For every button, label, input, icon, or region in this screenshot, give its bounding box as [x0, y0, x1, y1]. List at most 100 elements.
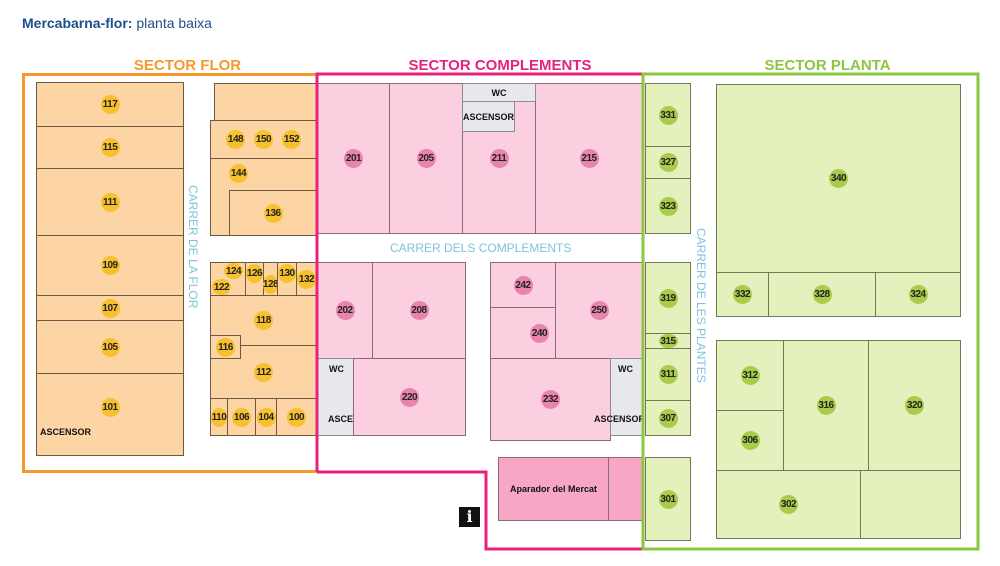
stall-number: 126	[246, 264, 263, 283]
stall-111[interactable]: 111	[36, 168, 184, 236]
sector-complements-boundary	[315, 72, 645, 551]
title-rest: planta baixa	[132, 15, 212, 31]
stall-208[interactable]: 208	[372, 262, 466, 359]
stall-unnumbered[interactable]	[214, 83, 317, 121]
stall-number: 211	[489, 149, 509, 168]
stall-number: 118	[254, 311, 273, 330]
stall-number: 311	[658, 365, 678, 384]
street-carrer-de-la-flor: CARRER DE LA FLOR	[186, 185, 200, 309]
stall-number: 319	[658, 288, 678, 308]
stall-107[interactable]: 107	[36, 295, 184, 321]
sector-planta-boundary	[641, 72, 980, 551]
stall-number: 128	[262, 275, 279, 294]
wc-label: WC	[618, 364, 633, 374]
wc-label: WC	[491, 87, 507, 98]
stall-319[interactable]: 319	[645, 262, 691, 334]
stall-115[interactable]: 115	[36, 126, 184, 169]
aparador-label: Aparador del Mercat	[509, 484, 598, 494]
stall-101[interactable]: 101	[36, 373, 184, 456]
stall-number: 301	[658, 489, 678, 509]
stall-number: 150	[254, 130, 273, 149]
stall-215[interactable]: 215	[535, 83, 643, 234]
stall-316[interactable]: 316	[783, 340, 869, 471]
stall-100[interactable]: 100	[276, 398, 317, 436]
stall-number: 202	[335, 301, 355, 320]
stall-number: 122	[212, 279, 231, 295]
stall-232[interactable]: 232	[490, 358, 611, 441]
stall-117[interactable]: 117	[36, 82, 184, 127]
stall-328[interactable]: 328	[768, 272, 876, 317]
stall-number: 144	[229, 164, 248, 183]
stall-unnumbered[interactable]	[860, 470, 961, 539]
ascensor-label: ASCENSOR	[463, 111, 515, 122]
stall-136[interactable]: 136	[229, 190, 317, 236]
info-icon[interactable]: i	[459, 507, 480, 527]
stall-number: 117	[100, 95, 120, 114]
stall-311[interactable]: 311	[645, 348, 691, 401]
sector-planta-label: SECTOR PLANTA	[764, 57, 891, 74]
stall-number: 111	[100, 192, 120, 212]
stall-number: 242	[513, 275, 533, 295]
stall-number: 124	[224, 263, 243, 279]
stall-126[interactable]: 126	[245, 262, 264, 296]
stall-315[interactable]: 315	[645, 333, 691, 349]
stall-number: 110	[211, 407, 227, 427]
stall-307[interactable]: 307	[645, 400, 691, 436]
street-carrer-dels-complements: CARRER DELS COMPLEMENTS	[390, 241, 572, 255]
sector-complements-label: SECTOR COMPLEMENTS	[408, 57, 592, 74]
stall-number: 306	[740, 431, 760, 450]
stall-104[interactable]: 104	[255, 398, 277, 436]
stall-324[interactable]: 324	[875, 272, 961, 317]
street-carrer-de-les-plantes: CARRER DE LES PLANTES	[694, 228, 708, 383]
aparador-del-mercat[interactable]: Aparador del Mercat	[498, 457, 609, 521]
stall-220[interactable]: 220	[353, 358, 466, 436]
sector-flor-label: SECTOR FLOR	[133, 57, 242, 74]
aparador-side	[608, 457, 643, 521]
stall-327[interactable]: 327	[645, 146, 691, 179]
stall-number: 250	[589, 301, 609, 320]
stall-340[interactable]: 340	[716, 84, 961, 273]
stall-number: 115	[100, 138, 120, 157]
stall-number: 316	[816, 396, 836, 415]
stall-320[interactable]: 320	[868, 340, 961, 471]
stall-number: 220	[400, 387, 419, 407]
stall-118[interactable]: 118	[210, 295, 317, 346]
stall-number: 307	[658, 408, 678, 428]
elevator-area: ASCENSOR	[462, 101, 515, 132]
ascensor-label: ASCENSOR	[594, 414, 646, 424]
stall-205[interactable]: 205	[389, 83, 463, 234]
stall-number: 105	[100, 337, 120, 357]
stall-109[interactable]: 109	[36, 235, 184, 296]
stall-number: 148	[226, 130, 245, 149]
stall-201[interactable]: 201	[317, 83, 390, 234]
stall-number: 323	[658, 196, 678, 216]
stall-number: 109	[100, 256, 120, 275]
stall-number: 324	[908, 285, 928, 304]
stall-number: 328	[812, 285, 832, 304]
stall-132[interactable]: 132	[296, 262, 317, 296]
stall-116[interactable]: 116	[210, 335, 241, 359]
stall-number: 132	[297, 269, 316, 289]
ascensor-label: ASCENSOR	[40, 427, 92, 437]
stall-number: 100	[287, 407, 306, 427]
stall-number: 101	[100, 398, 120, 417]
stall-number: 130	[278, 264, 296, 283]
stall-number: 116	[216, 337, 235, 357]
stall-number: 302	[779, 495, 798, 514]
stall-301[interactable]: 301	[645, 457, 691, 541]
wc-elevator-area	[610, 358, 643, 436]
stall-number: 205	[416, 149, 436, 168]
stall-number: 320	[905, 396, 924, 415]
stall-323[interactable]: 323	[645, 178, 691, 234]
stall-number: 201	[344, 149, 363, 168]
stall-number: 208	[409, 301, 429, 320]
stall-240[interactable]: 240	[490, 307, 556, 359]
stall-302[interactable]: 302	[716, 470, 861, 539]
title-bold: Mercabarna-flor:	[22, 15, 133, 31]
stall-number: 136	[263, 203, 283, 223]
stall-105[interactable]: 105	[36, 320, 184, 374]
stall-number: 315	[658, 334, 678, 348]
